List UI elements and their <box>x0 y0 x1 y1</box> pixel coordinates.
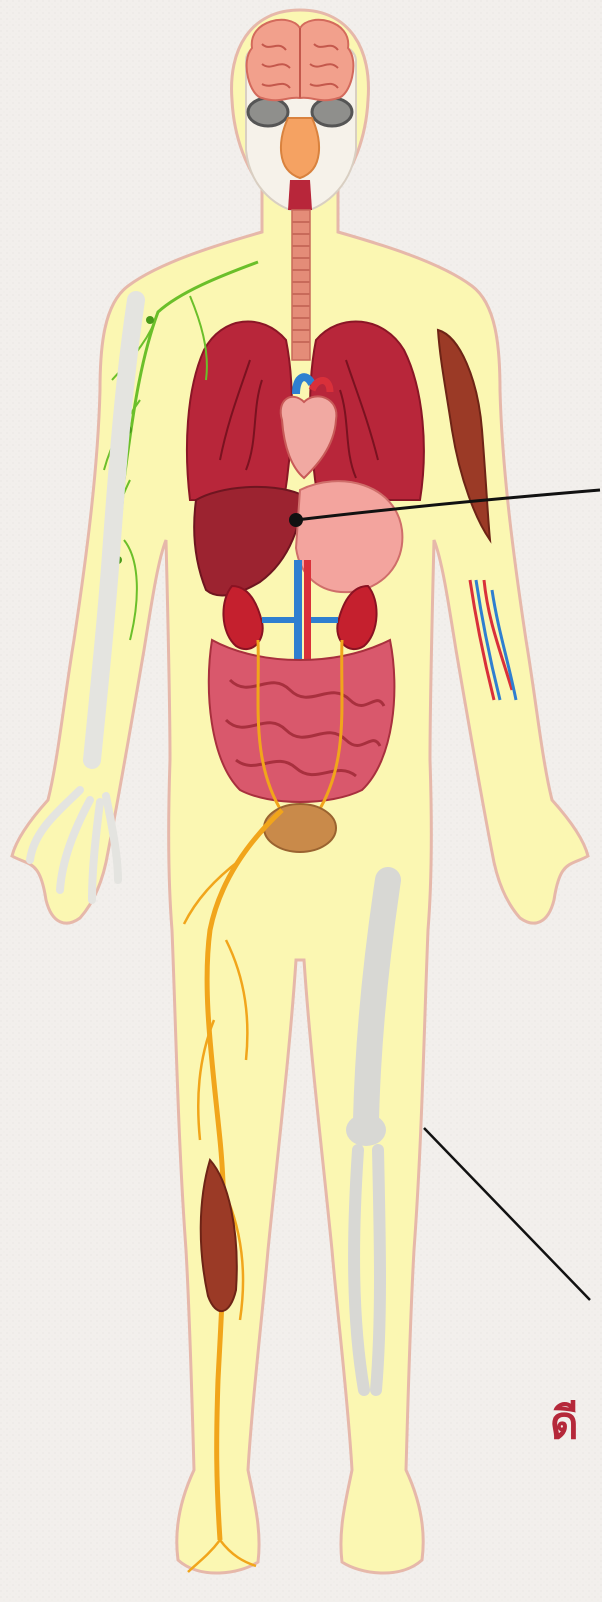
bottom-callout-label: ดี <box>550 1388 580 1458</box>
intestines-icon <box>209 640 395 802</box>
liver-pointer-dot <box>289 513 303 527</box>
trachea <box>292 210 310 360</box>
stomach-icon <box>296 481 402 592</box>
brain-icon <box>247 20 354 100</box>
